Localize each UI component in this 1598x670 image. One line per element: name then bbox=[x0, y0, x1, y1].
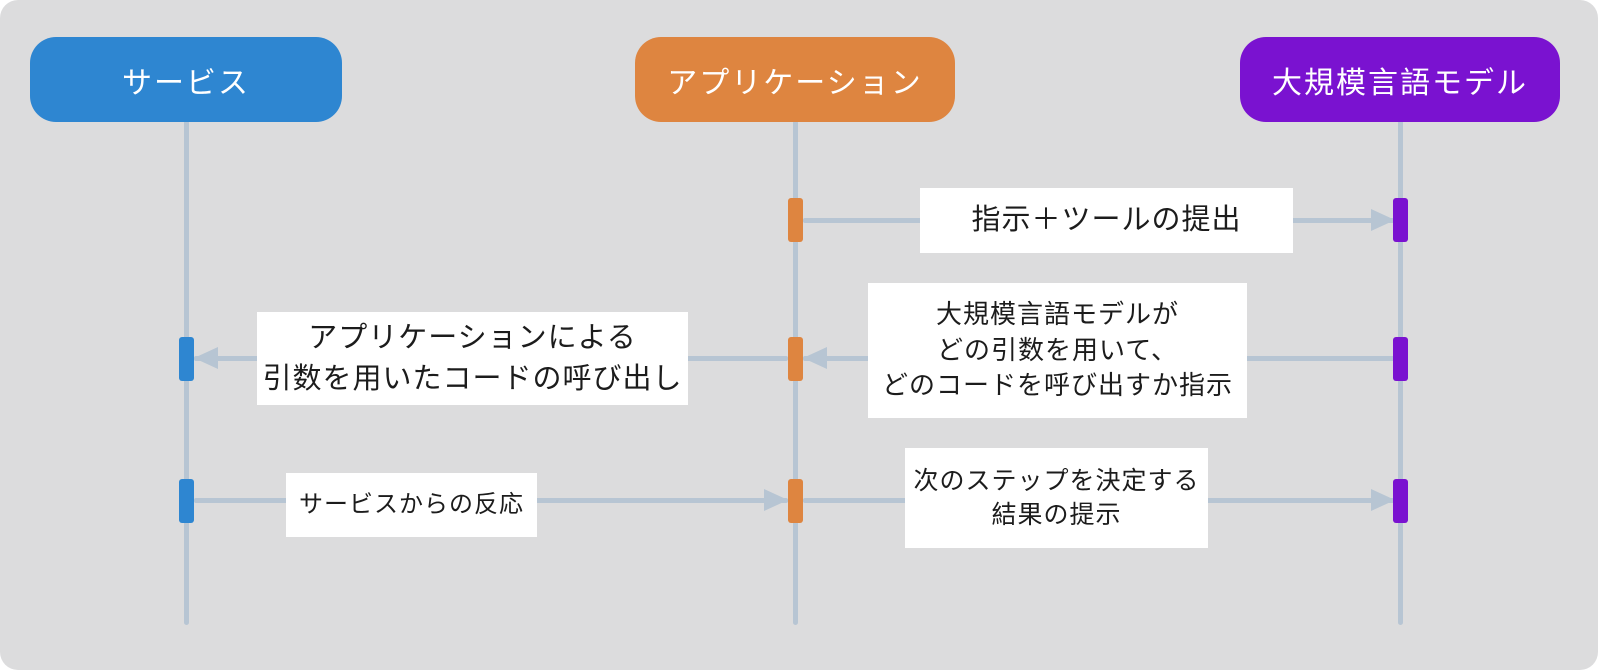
message-label-text: 指示＋ツールの提出 bbox=[971, 204, 1242, 237]
arrowhead-right-icon bbox=[1370, 489, 1395, 511]
actor-label-service: サービス bbox=[122, 66, 250, 100]
message-label-text: アプリケーションによる bbox=[308, 322, 637, 355]
arrowhead-right-icon bbox=[1370, 209, 1395, 231]
activation-llm-1 bbox=[1392, 198, 1408, 242]
message-label-4: サービスからの反応 bbox=[286, 473, 537, 537]
actor-box-llm: 大規模言語モデル bbox=[1240, 37, 1560, 122]
activation-llm-2 bbox=[1392, 337, 1408, 381]
message-label-text: どの引数を用いて、 bbox=[937, 334, 1178, 365]
actor-box-service: サービス bbox=[30, 37, 342, 122]
message-label-text: 次のステップを決定する bbox=[913, 466, 1200, 495]
message-label-text: 大規模言語モデルが bbox=[935, 298, 1179, 329]
activation-application-2 bbox=[787, 337, 803, 381]
message-label-1: 指示＋ツールの提出 bbox=[920, 188, 1293, 253]
message-label-2: 大規模言語モデルが どの引数を用いて、 どのコードを呼び出すか指示 bbox=[868, 283, 1247, 418]
actor-label-application: アプリケーション bbox=[667, 66, 923, 100]
activation-service-2 bbox=[178, 337, 194, 381]
arrowhead-left-icon bbox=[193, 347, 218, 369]
message-label-text: サービスからの反応 bbox=[299, 491, 524, 519]
message-label-text: 引数を用いたコードの呼び出し bbox=[262, 362, 683, 395]
activation-llm-3 bbox=[1392, 479, 1408, 523]
message-label-text: どのコードを呼び出すか指示 bbox=[881, 370, 1233, 401]
activation-application-3 bbox=[787, 479, 803, 523]
message-label-text: 結果の提示 bbox=[991, 501, 1122, 529]
message-label-3: アプリケーションによる 引数を用いたコードの呼び出し bbox=[257, 312, 688, 405]
arrowhead-right-icon bbox=[763, 489, 788, 511]
actor-label-llm: 大規模言語モデル bbox=[1272, 66, 1528, 100]
activation-service-3 bbox=[178, 479, 194, 523]
message-label-5: 次のステップを決定する 結果の提示 bbox=[905, 448, 1208, 548]
activation-application-1 bbox=[787, 198, 803, 242]
actor-box-application: アプリケーション bbox=[635, 37, 955, 122]
arrowhead-left-icon bbox=[802, 347, 827, 369]
